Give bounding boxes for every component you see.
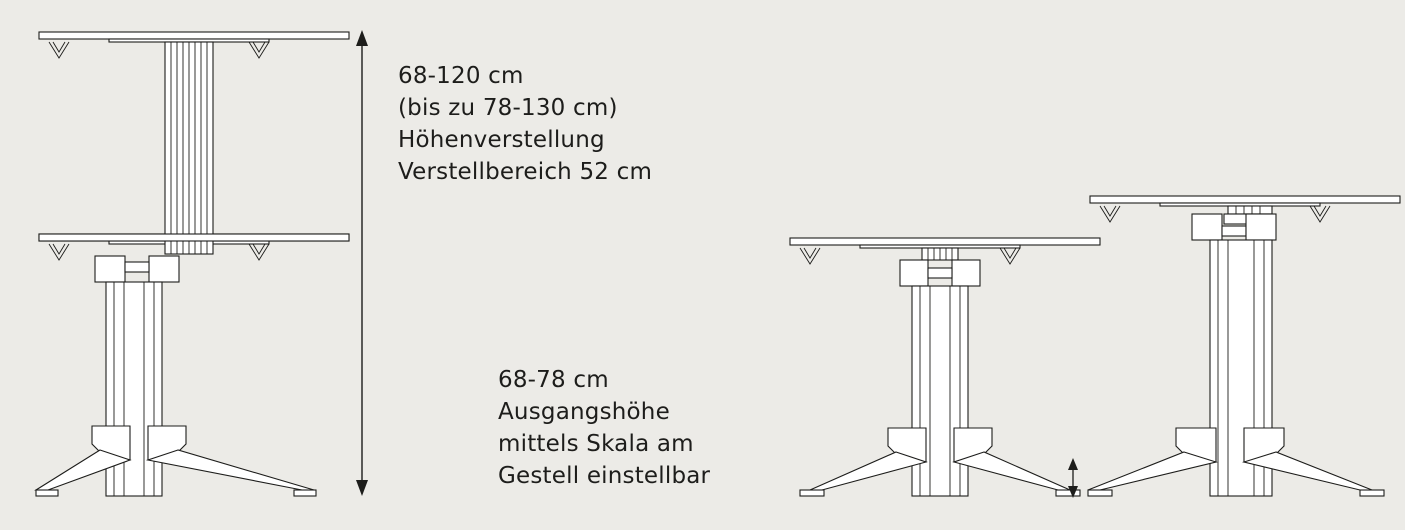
range-line-2: (bis zu 78-130 cm) xyxy=(398,95,618,121)
table-middle-low xyxy=(789,237,1101,497)
range-line-1: 68-120 cm xyxy=(398,63,524,89)
range-line-4: Verstellbereich 52 cm xyxy=(398,159,653,185)
table-left-base xyxy=(34,281,317,497)
range-line-3: Höhenverstellung xyxy=(398,127,605,153)
height-range-label: 68-120 cm (bis zu 78-130 cm) Höhenverste… xyxy=(398,60,652,188)
base-line-4: Gestell einstellbar xyxy=(498,463,711,489)
base-line-1: 68-78 cm xyxy=(498,367,609,393)
table-right-raised xyxy=(1087,195,1401,497)
table-left-combined xyxy=(38,31,350,283)
base-line-2: Ausgangshöhe xyxy=(498,399,670,425)
height-range-arrow xyxy=(356,30,368,496)
base-height-arrow xyxy=(1068,458,1078,498)
base-height-label: 68-78 cm Ausgangshöhe mittels Skala am G… xyxy=(498,364,710,492)
base-line-3: mittels Skala am xyxy=(498,431,694,457)
